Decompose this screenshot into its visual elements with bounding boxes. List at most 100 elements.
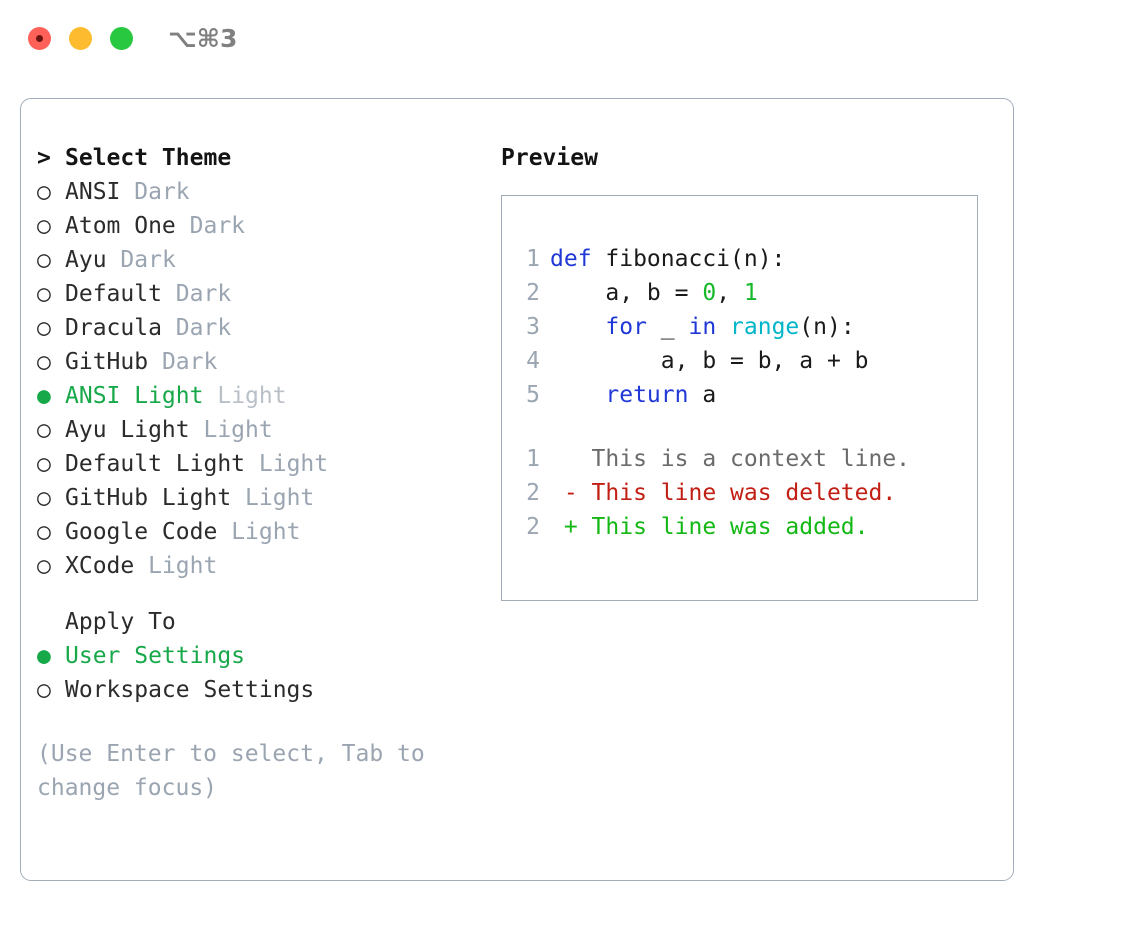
- close-window-button[interactable]: [28, 27, 51, 50]
- radio-unselected-icon[interactable]: ○: [37, 485, 51, 511]
- code-line-number: 2: [526, 280, 540, 306]
- select-theme-header: > Select Theme: [37, 141, 497, 175]
- minimize-window-button[interactable]: [69, 27, 92, 50]
- theme-list-item[interactable]: ○ Ayu Light Light: [37, 413, 497, 447]
- theme-variant-tag: Light: [245, 485, 315, 511]
- radio-unselected-icon[interactable]: ○: [37, 417, 51, 443]
- code-token-txt: _: [646, 314, 689, 340]
- radio-unselected-icon[interactable]: ○: [37, 281, 51, 307]
- code-token-num: 0: [702, 280, 717, 306]
- code-line: 5 return a: [516, 378, 977, 412]
- code-token-txt: a: [688, 382, 717, 408]
- select-theme-title: Select Theme: [65, 145, 232, 171]
- radio-unselected-icon[interactable]: ○: [37, 451, 51, 477]
- prompt-caret-icon: >: [37, 145, 51, 171]
- radio-unselected-icon[interactable]: ○: [37, 213, 51, 239]
- theme-variant-tag: Dark: [120, 247, 176, 273]
- code-token-txt: [550, 314, 605, 340]
- code-token-txt: fibonacci(n):: [591, 246, 786, 272]
- code-token-num: 1: [743, 280, 758, 306]
- diff-line-text: This is a context line.: [550, 446, 911, 472]
- apply-to-option-label: User Settings: [65, 643, 246, 669]
- theme-name: Atom One: [65, 213, 176, 239]
- diff-line: 2 + This line was added.: [516, 510, 977, 544]
- theme-name: ANSI: [65, 179, 121, 205]
- diff-line-text: - This line was deleted.: [550, 480, 897, 506]
- theme-variant-tag: Dark: [161, 349, 218, 375]
- code-line: 3 for _ in range(n):: [516, 310, 977, 344]
- theme-variant-tag: Dark: [134, 179, 190, 205]
- code-token-txt: [550, 382, 605, 408]
- theme-name: Ayu Light: [65, 417, 190, 443]
- radio-unselected-icon[interactable]: ○: [37, 519, 51, 545]
- theme-name: ANSI Light: [65, 383, 204, 409]
- code-token-kw: in: [688, 314, 717, 340]
- apply-to-block: Apply To ● User Settings ○ Workspace Settin…: [37, 605, 497, 707]
- theme-list-item[interactable]: ○ Dracula Dark: [37, 311, 497, 345]
- code-diff-spacer: [516, 412, 977, 442]
- code-line: 2 a, b = 0, 1: [516, 276, 977, 310]
- apply-to-option[interactable]: ● User Settings: [37, 639, 497, 673]
- theme-list-item[interactable]: ○Default Dark: [37, 277, 497, 311]
- theme-name: Google Code: [65, 519, 218, 545]
- apply-to-options[interactable]: ● User Settings ○ Workspace Settings: [37, 639, 497, 707]
- apply-to-heading-row: Apply To: [37, 605, 497, 639]
- theme-name: Ayu: [65, 247, 107, 273]
- theme-list-item[interactable]: ○ Default Light Light: [37, 447, 497, 481]
- theme-variant-tag: Dark: [189, 213, 246, 239]
- theme-variant-tag: Light: [258, 451, 329, 477]
- title-bar: ⌥⌘3: [0, 0, 1140, 78]
- radio-unselected-icon[interactable]: ○: [37, 179, 51, 205]
- diff-line-number: 2: [526, 514, 540, 540]
- theme-list-item[interactable]: ○ ANSI Dark: [37, 175, 497, 209]
- theme-name: GitHub Light: [65, 485, 232, 511]
- theme-list-item[interactable]: ● ANSI Light Light: [37, 379, 497, 413]
- diff-line: 1 This is a context line.: [516, 442, 977, 476]
- theme-variant-tag: Light: [203, 417, 273, 443]
- code-token-kw: return: [605, 382, 689, 408]
- radio-selected-icon[interactable]: ●: [37, 643, 51, 669]
- code-token-kw: for: [605, 314, 647, 340]
- apply-to-option-label: Workspace Settings: [65, 677, 315, 703]
- code-line-number: 1: [526, 246, 540, 272]
- theme-variant-tag: Light: [148, 553, 218, 579]
- theme-list-item[interactable]: ○ GitHub Light Light: [37, 481, 497, 515]
- code-token-txt: ,: [716, 280, 744, 306]
- radio-unselected-icon[interactable]: ○: [37, 677, 51, 703]
- theme-list-item[interactable]: ○ Google Code Light: [37, 515, 497, 549]
- radio-unselected-icon[interactable]: ○: [37, 315, 51, 341]
- theme-list-item[interactable]: ○ GitHub Dark: [37, 345, 497, 379]
- theme-list-item[interactable]: ○ Ayu Dark: [37, 243, 497, 277]
- theme-variant-tag: Light: [231, 519, 301, 545]
- apply-to-marker-spacer: [37, 605, 65, 639]
- radio-unselected-icon[interactable]: ○: [37, 247, 51, 273]
- diff-line-number: 1: [526, 446, 540, 472]
- radio-unselected-icon[interactable]: ○: [37, 553, 51, 579]
- code-line-number: 4: [526, 348, 540, 374]
- theme-list-item[interactable]: ○XCode Light: [37, 549, 497, 583]
- theme-list[interactable]: ○ANSI Dark○Atom One Dark○Ayu Dark○Defaul…: [37, 175, 497, 583]
- code-line-number: 3: [526, 314, 540, 340]
- code-line-number: 5: [526, 382, 540, 408]
- diff-line: 2 - This line was deleted.: [516, 476, 977, 510]
- theme-variant-tag: Dark: [175, 315, 232, 341]
- code-line: 4 a, b = b, a + b: [516, 344, 977, 378]
- theme-name: GitHub: [65, 349, 149, 375]
- theme-name: Dracula: [65, 315, 162, 341]
- window-shortcut-label: ⌥⌘3: [168, 24, 238, 53]
- theme-name: Default Light: [65, 451, 246, 477]
- radio-unselected-icon[interactable]: ○: [37, 349, 51, 375]
- radio-selected-icon[interactable]: ●: [37, 383, 51, 409]
- maximize-window-button[interactable]: [110, 27, 133, 50]
- keyboard-hint-text: (Use Enter to select, Tab to change focu…: [37, 741, 425, 801]
- theme-list-item[interactable]: ○ Atom One Dark: [37, 209, 497, 243]
- code-token-txt: (n):: [799, 314, 855, 340]
- apply-to-option[interactable]: ○ Workspace Settings: [37, 673, 497, 707]
- theme-variant-tag: Light: [217, 383, 287, 409]
- diff-line-number: 2: [526, 480, 540, 506]
